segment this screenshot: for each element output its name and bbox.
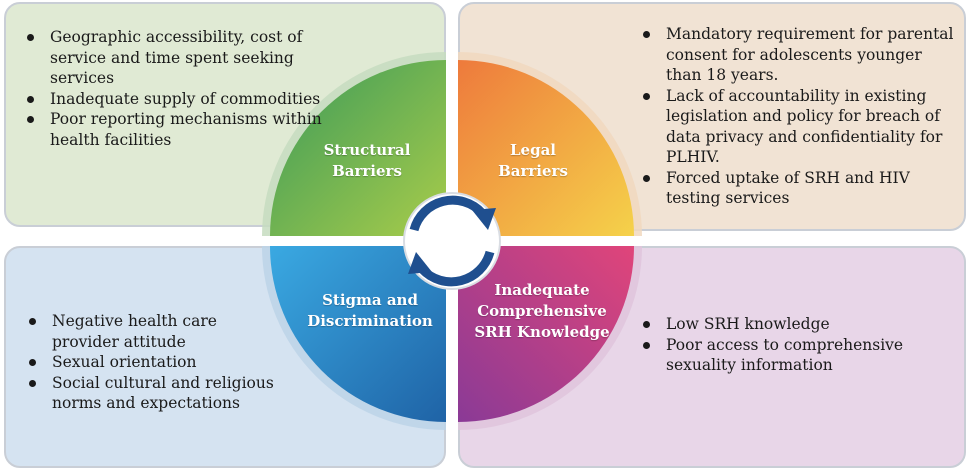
legal-barriers-list: Mandatory requirement for parental conse… — [640, 24, 960, 209]
stigma-quadrant — [270, 246, 446, 422]
legal-quadrant — [458, 60, 634, 236]
knowledge-quadrant — [458, 246, 634, 422]
srh-knowledge-list: Low SRH knowledge Poor access to compreh… — [640, 314, 930, 376]
list-item: Mandatory requirement for parental conse… — [640, 24, 960, 86]
list-item: Poor access to comprehensive sexuality i… — [640, 335, 930, 376]
list-item: Sexual orientation — [26, 352, 276, 373]
list-item: Poor reporting mechanisms within health … — [24, 109, 324, 150]
list-item: Inadequate supply of commodities — [24, 89, 324, 110]
structural-quadrant — [270, 60, 446, 236]
stigma-discrimination-list: Negative health care provider attitude S… — [26, 311, 276, 414]
list-item: Low SRH knowledge — [640, 314, 930, 335]
list-item: Geographic accessibility, cost of servic… — [24, 27, 324, 89]
list-item: Forced uptake of SRH and HIV testing ser… — [640, 168, 960, 209]
cycle-arrows-icon — [403, 192, 501, 290]
list-item: Lack of accountability in existing legis… — [640, 86, 960, 168]
structural-barriers-list: Geographic accessibility, cost of servic… — [24, 27, 324, 150]
list-item: Social cultural and religious norms and … — [26, 373, 276, 414]
list-item: Negative health care provider attitude — [26, 311, 276, 352]
